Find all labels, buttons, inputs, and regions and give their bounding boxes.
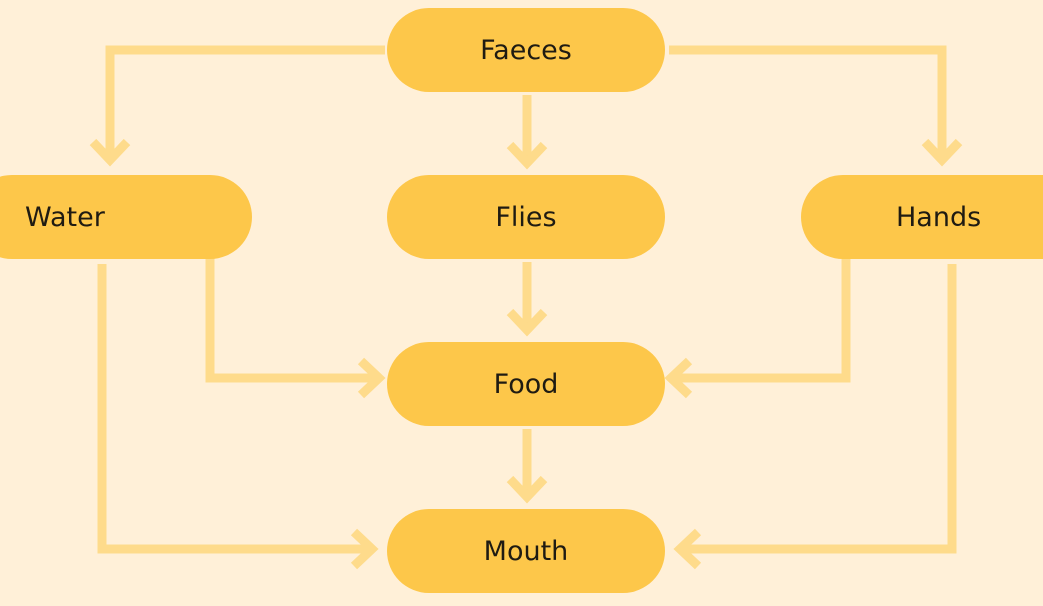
connector-hands-food (673, 258, 851, 383)
connector-water-mouth (97, 264, 370, 554)
node-flies-label: Flies (495, 201, 557, 233)
arrowhead-flies-food (506, 308, 548, 337)
node-water: Water (0, 175, 252, 259)
node-food-label: Food (493, 368, 559, 400)
node-mouth: Mouth (387, 509, 665, 593)
connector-water-food (205, 258, 377, 383)
connector-faeces-water (105, 45, 385, 160)
arrowhead-faeces-flies (506, 141, 548, 170)
arrowhead-water-mouth (350, 528, 379, 570)
node-hands: Hands (801, 175, 1043, 259)
connector-faeces-hands (669, 45, 947, 160)
arrowhead-water-food (357, 357, 386, 399)
arrowhead-faeces-hands (921, 138, 963, 167)
node-faeces: Faeces (387, 8, 665, 92)
arrowhead-faeces-water (89, 138, 131, 167)
node-food: Food (387, 342, 665, 426)
arrowhead-hands-mouth (673, 528, 702, 570)
node-water-label: Water (25, 201, 105, 233)
node-hands-label: Hands (896, 201, 982, 233)
node-flies: Flies (387, 175, 665, 259)
arrowhead-food-mouth (506, 475, 548, 504)
connector-hands-mouth (682, 264, 957, 554)
node-faeces-label: Faeces (480, 34, 572, 66)
node-mouth-label: Mouth (483, 535, 569, 567)
arrowhead-hands-food (664, 357, 693, 399)
